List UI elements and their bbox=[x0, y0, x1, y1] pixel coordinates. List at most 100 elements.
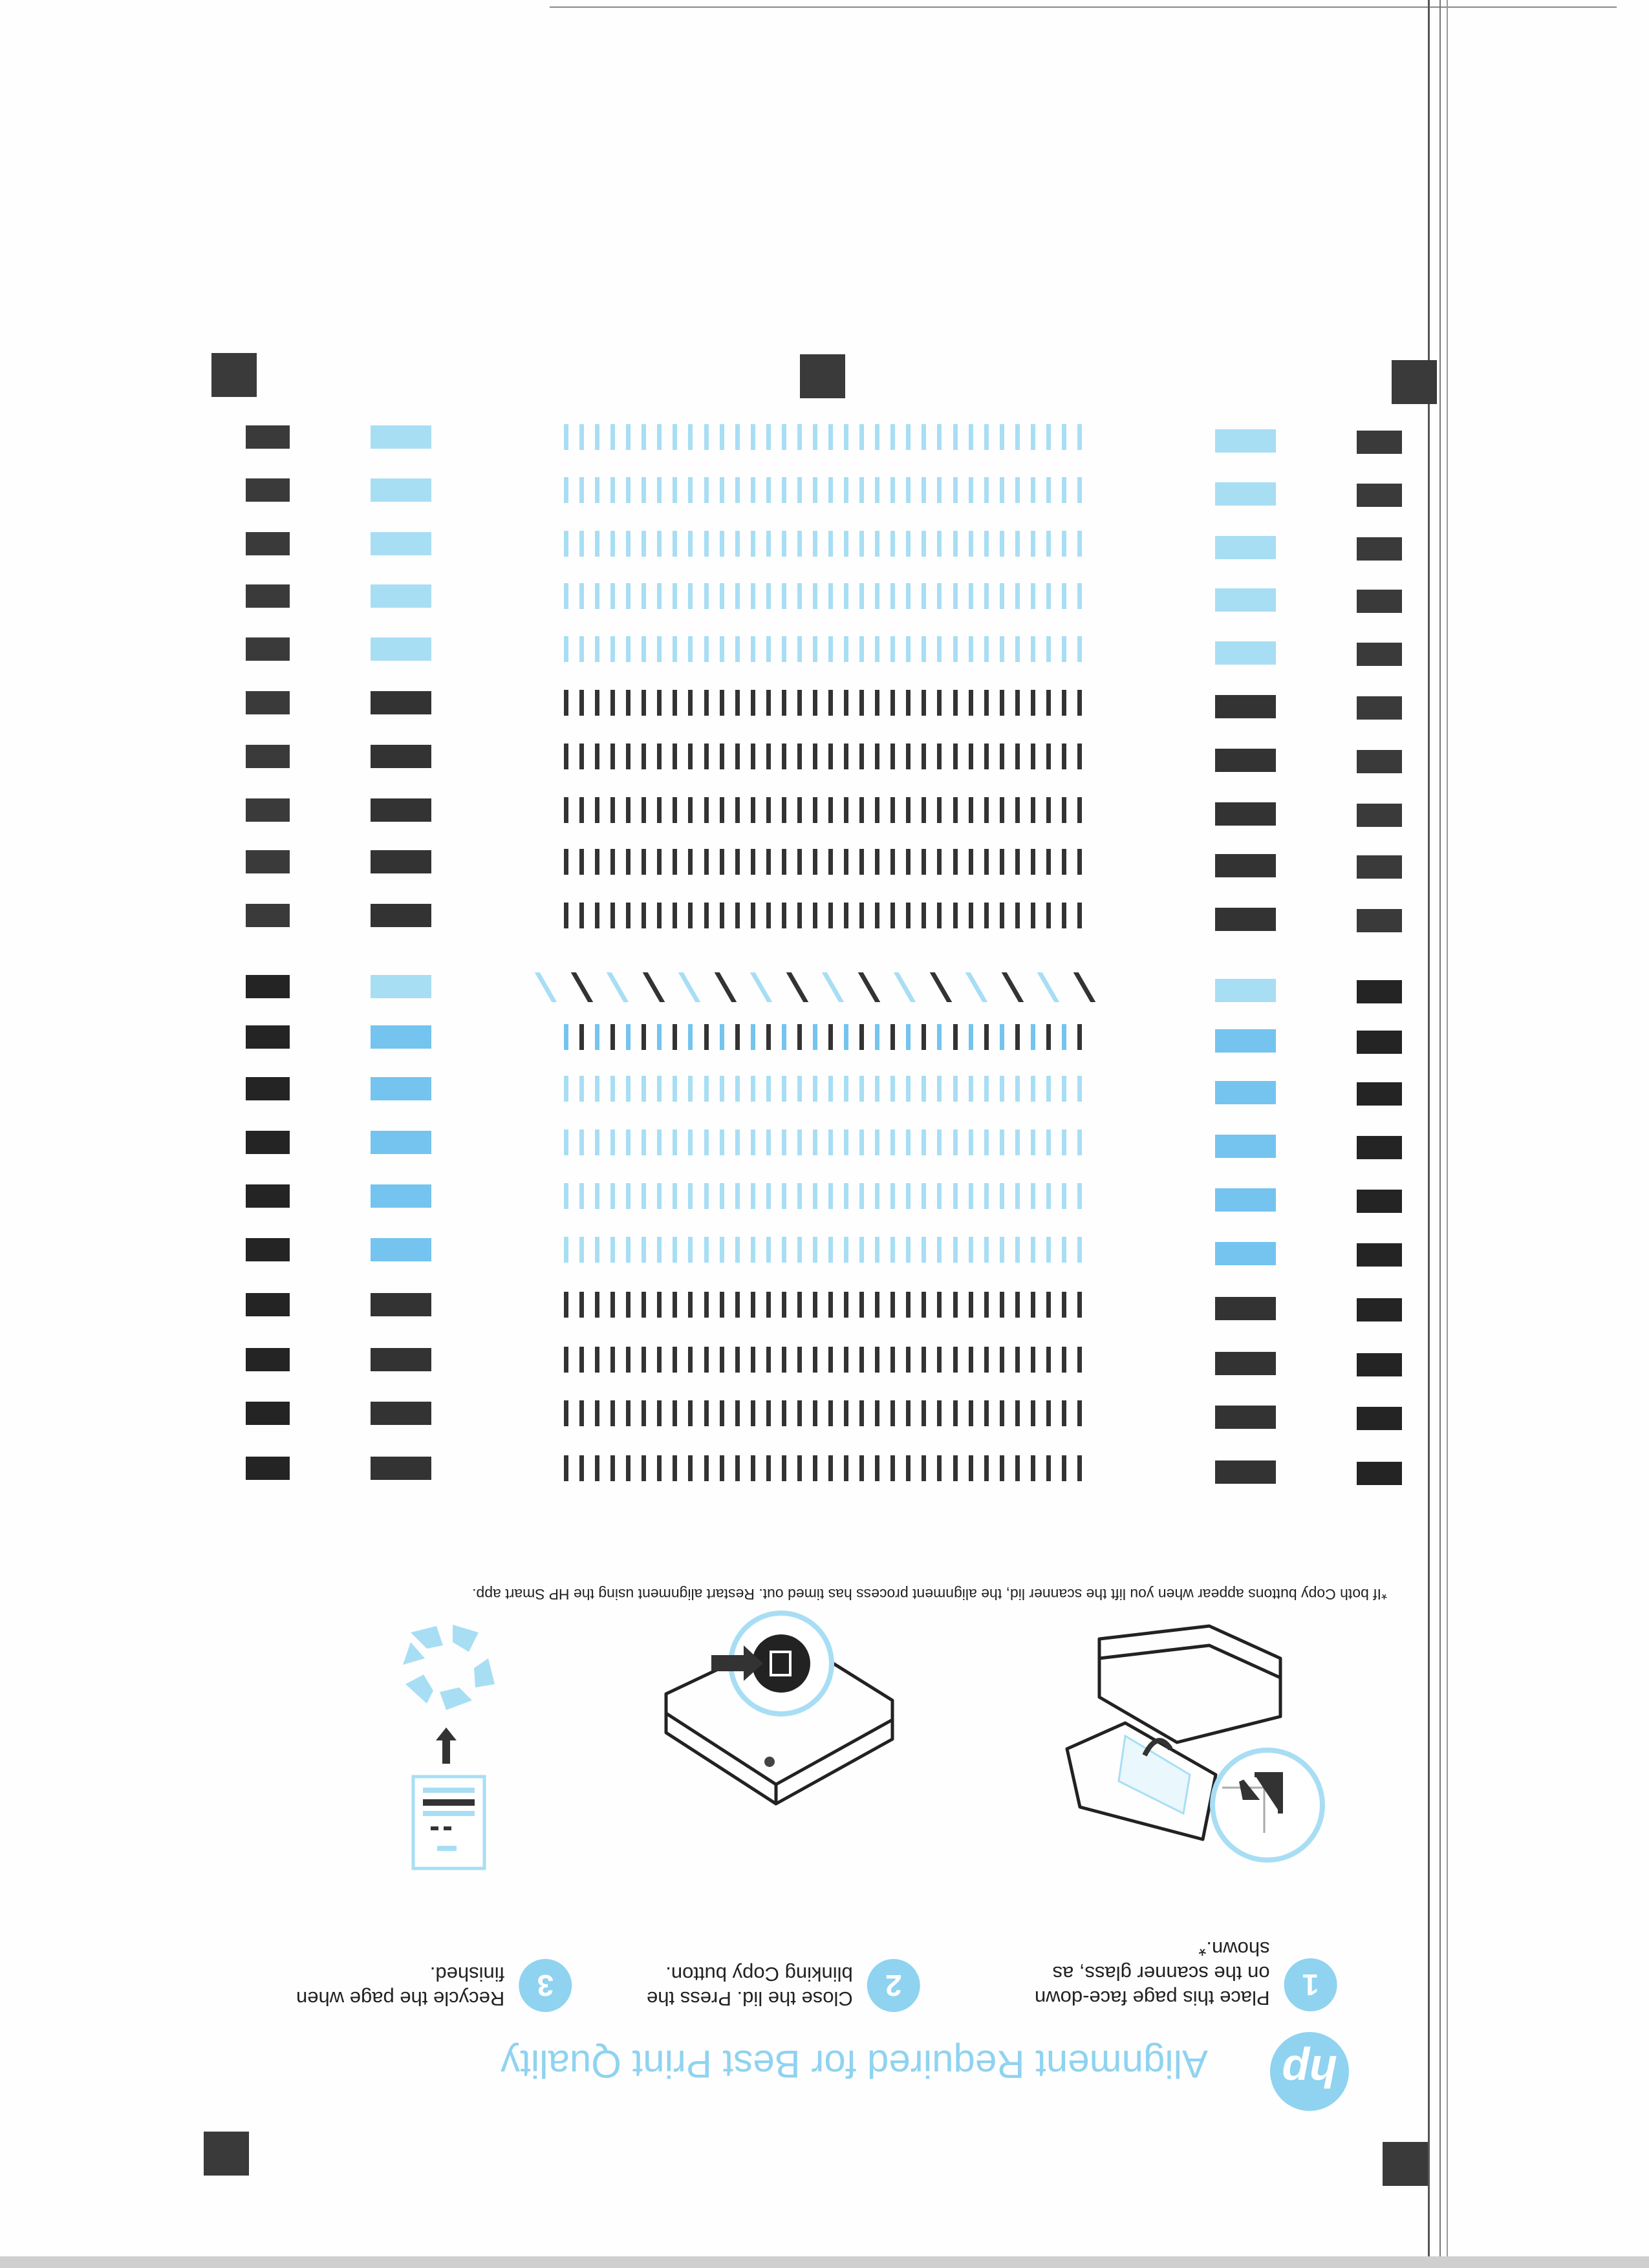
alignment-tick bbox=[984, 1076, 989, 1102]
alignment-tick bbox=[766, 797, 771, 823]
alignment-tick bbox=[610, 1024, 616, 1050]
alignment-tick bbox=[921, 1292, 927, 1318]
alignment-tick bbox=[890, 1076, 896, 1102]
alignment-tick bbox=[1077, 797, 1082, 823]
alignment-tick bbox=[579, 1129, 585, 1155]
alignment-tick bbox=[595, 690, 600, 716]
alignment-tick bbox=[766, 690, 771, 716]
alignment-tick bbox=[953, 1400, 958, 1426]
alignment-tick bbox=[1046, 797, 1051, 823]
square-mark-right bbox=[1357, 696, 1402, 720]
alignment-tick bbox=[657, 636, 662, 662]
alignment-tick bbox=[735, 1076, 740, 1102]
alignment-tick bbox=[875, 1237, 880, 1263]
alignment-tick bbox=[1046, 1129, 1051, 1155]
alignment-tick bbox=[766, 477, 771, 503]
alignment-tick bbox=[750, 1400, 755, 1426]
footnote: *If both Copy buttons appear when you li… bbox=[472, 1586, 1387, 1603]
alignment-tick bbox=[673, 477, 678, 503]
alignment-tick bbox=[595, 531, 600, 557]
alignment-tick bbox=[595, 583, 600, 609]
alignment-tick bbox=[953, 477, 958, 503]
alignment-tick bbox=[735, 424, 740, 450]
registration-mark bbox=[800, 354, 845, 398]
alignment-tick bbox=[750, 797, 755, 823]
alignment-tick bbox=[657, 1237, 662, 1263]
square-mark-left bbox=[246, 584, 290, 608]
square-mark-right bbox=[1357, 590, 1402, 613]
alignment-tick bbox=[937, 1292, 942, 1318]
alignment-tick bbox=[1030, 744, 1035, 769]
alignment-tick bbox=[875, 690, 880, 716]
alignment-tick bbox=[875, 1347, 880, 1373]
alignment-tick bbox=[828, 1076, 834, 1102]
alignment-tick bbox=[610, 690, 616, 716]
registration-mark bbox=[1383, 2142, 1428, 2186]
color-bar-left bbox=[371, 478, 431, 502]
alignment-tick bbox=[859, 1076, 865, 1102]
alignment-tick bbox=[828, 1400, 834, 1426]
alignment-tick bbox=[626, 1183, 631, 1209]
alignment-tick bbox=[1030, 531, 1035, 557]
alignment-tick bbox=[828, 849, 834, 875]
alignment-tick bbox=[859, 1400, 865, 1426]
alignment-tick bbox=[657, 744, 662, 769]
square-mark-left bbox=[246, 1348, 290, 1371]
square-mark-right bbox=[1357, 1082, 1402, 1106]
alignment-tick bbox=[797, 903, 802, 928]
alignment-tick bbox=[828, 797, 834, 823]
alignment-tick bbox=[859, 1024, 865, 1050]
alignment-tick bbox=[890, 1347, 896, 1373]
alignment-tick bbox=[750, 690, 755, 716]
color-bar-left bbox=[371, 1348, 431, 1371]
alignment-tick bbox=[626, 1455, 631, 1481]
alignment-tick bbox=[1046, 1347, 1051, 1373]
alignment-tick bbox=[1061, 1129, 1066, 1155]
alignment-tick bbox=[626, 903, 631, 928]
alignment-tick bbox=[610, 797, 616, 823]
alignment-tick bbox=[844, 531, 849, 557]
alignment-tick bbox=[797, 1024, 802, 1050]
alignment-tick bbox=[673, 1129, 678, 1155]
alignment-tick bbox=[999, 1024, 1004, 1050]
alignment-tick bbox=[564, 477, 568, 503]
alignment-tick bbox=[906, 1347, 911, 1373]
alignment-tick bbox=[828, 636, 834, 662]
alignment-tick bbox=[704, 690, 709, 716]
alignment-tick bbox=[766, 424, 771, 450]
alignment-tick bbox=[641, 477, 647, 503]
alignment-tick bbox=[719, 583, 724, 609]
alignment-tick bbox=[564, 1347, 568, 1373]
alignment-tick bbox=[1077, 1347, 1082, 1373]
alignment-tick bbox=[626, 1347, 631, 1373]
alignment-tick bbox=[937, 636, 942, 662]
alignment-tick bbox=[984, 1129, 989, 1155]
color-bar-right bbox=[1215, 1460, 1276, 1484]
alignment-tick bbox=[688, 1129, 693, 1155]
alignment-tick bbox=[937, 531, 942, 557]
square-mark-right bbox=[1357, 431, 1402, 454]
alignment-tick bbox=[735, 1183, 740, 1209]
alignment-tick bbox=[735, 690, 740, 716]
alignment-tick bbox=[1077, 424, 1082, 450]
alignment-tick bbox=[1030, 849, 1035, 875]
alignment-tick bbox=[1030, 1347, 1035, 1373]
alignment-tick bbox=[781, 636, 786, 662]
alignment-tick bbox=[595, 1347, 600, 1373]
alignment-tick bbox=[859, 1129, 865, 1155]
alignment-tick bbox=[1061, 477, 1066, 503]
alignment-tick bbox=[735, 477, 740, 503]
alignment-tick bbox=[704, 1400, 709, 1426]
square-mark-right bbox=[1357, 1298, 1402, 1321]
color-bar-left bbox=[371, 1402, 431, 1425]
alignment-tick bbox=[641, 1400, 647, 1426]
alignment-tick bbox=[704, 531, 709, 557]
alignment-tick bbox=[797, 744, 802, 769]
alignment-tick bbox=[828, 583, 834, 609]
alignment-tick bbox=[1046, 1183, 1051, 1209]
step-number-badge: 3 bbox=[519, 1959, 572, 2012]
alignment-tick bbox=[766, 1237, 771, 1263]
alignment-tick bbox=[564, 1076, 568, 1102]
alignment-tick bbox=[875, 1292, 880, 1318]
alignment-tick bbox=[812, 797, 817, 823]
